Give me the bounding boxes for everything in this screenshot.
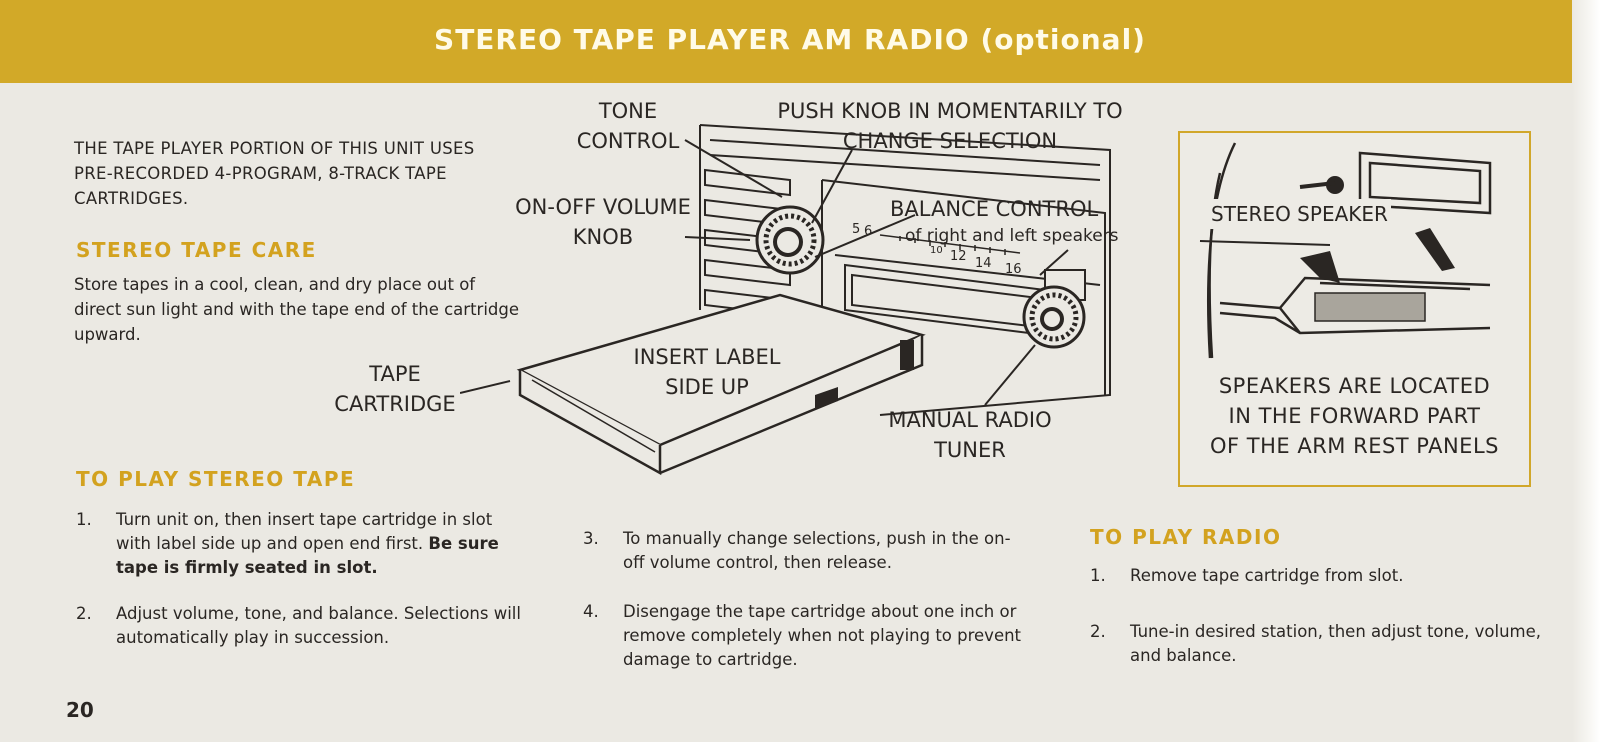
item-number: 1. [1090, 566, 1106, 585]
arm-rest-speaker-illustration [1199, 142, 1492, 359]
speaker-info-box: STEREO SPEAKER SPEAKERS ARE LOCATED IN T… [1178, 131, 1531, 487]
speaker-caption: SPEAKERS ARE LOCATED IN THE FORWARD PART… [1180, 371, 1529, 461]
item-number: 4. [583, 602, 599, 621]
arrow-icon [1300, 251, 1340, 283]
care-text: Store tapes in a cool, clean, and dry pl… [74, 275, 520, 344]
label-insert-side-up: INSERT LABEL SIDE UP [633, 345, 781, 399]
label-push-knob: PUSH KNOB IN MOMENTARILY TO CHANGE SELEC… [777, 99, 1123, 153]
list-item: 2. Tune-in desired station, then adjust … [1090, 620, 1550, 668]
tape-cartridge-icon [516, 293, 926, 476]
tape-player-illustration: 5 6 10 12 14 16 [460, 124, 1111, 476]
item-number: 3. [583, 529, 599, 548]
item-bold-text: Be sure tape is firmly seated in slot. [116, 534, 499, 577]
item-text: Remove tape cartridge from slot. [1130, 566, 1404, 585]
dial-number: 6 [864, 224, 872, 239]
play-radio-heading: TO PLAY RADIO [1090, 525, 1282, 549]
tuning-knob-icon [1022, 269, 1086, 349]
page-number: 20 [66, 698, 94, 722]
dial-number: 16 [1005, 262, 1022, 277]
item-text: Disengage the tape cartridge about one i… [623, 602, 1022, 669]
list-item: 1. Turn unit on, then insert tape cartri… [76, 508, 526, 580]
page-title: STEREO TAPE PLAYER AM RADIO (optional) [434, 23, 1146, 56]
label-balance-control: BALANCE CONTROL [890, 197, 1099, 221]
dial-number: 5 [852, 222, 860, 237]
care-heading: STEREO TAPE CARE [76, 238, 317, 262]
item-number: 2. [76, 604, 92, 623]
label-manual-tuner: MANUAL RADIO TUNER [888, 408, 1052, 462]
volume-knob-icon [755, 205, 825, 275]
item-text: Adjust volume, tone, and balance. Select… [116, 604, 521, 647]
caption-line: OF THE ARM REST PANELS [1210, 434, 1499, 458]
item-text: Tune-in desired station, then adjust ton… [1130, 622, 1542, 665]
list-item: 1. Remove tape cartridge from slot. [1090, 564, 1550, 588]
page-edge [1572, 0, 1600, 742]
item-text: To manually change selections, push in t… [623, 529, 1011, 572]
header-banner: STEREO TAPE PLAYER AM RADIO (optional) [0, 0, 1600, 83]
dial-number: 12 [950, 249, 967, 264]
list-item: 2. Adjust volume, tone, and balance. Sel… [76, 602, 526, 650]
dial-number: 10 [930, 245, 943, 256]
caption-line: SPEAKERS ARE LOCATED [1218, 374, 1491, 398]
dial-number: 14 [975, 256, 992, 271]
caption-line: IN THE FORWARD PART [1228, 404, 1481, 428]
item-number: 1. [76, 510, 92, 529]
intro-text: THE TAPE PLAYER PORTION OF THIS UNIT USE… [74, 139, 475, 208]
play-tape-heading: TO PLAY STEREO TAPE [76, 467, 356, 491]
item-text: Turn unit on, then insert tape cartridge… [116, 510, 493, 553]
list-item: 4. Disengage the tape cartridge about on… [583, 600, 1028, 672]
item-number: 2. [1090, 622, 1106, 641]
door-handle-icon [1415, 228, 1455, 271]
label-tape-cartridge: TAPE CARTRIDGE [334, 362, 456, 416]
stereo-speaker-label: STEREO SPEAKER [1208, 199, 1391, 229]
label-balance-sub: of right and left speakers [905, 226, 1119, 246]
list-item: 3. To manually change selections, push i… [583, 527, 1028, 575]
speaker-grille-icon [1314, 292, 1426, 322]
label-on-off-volume: ON-OFF VOLUME KNOB [515, 195, 691, 249]
label-tone-control: TONE CONTROL [576, 99, 680, 153]
